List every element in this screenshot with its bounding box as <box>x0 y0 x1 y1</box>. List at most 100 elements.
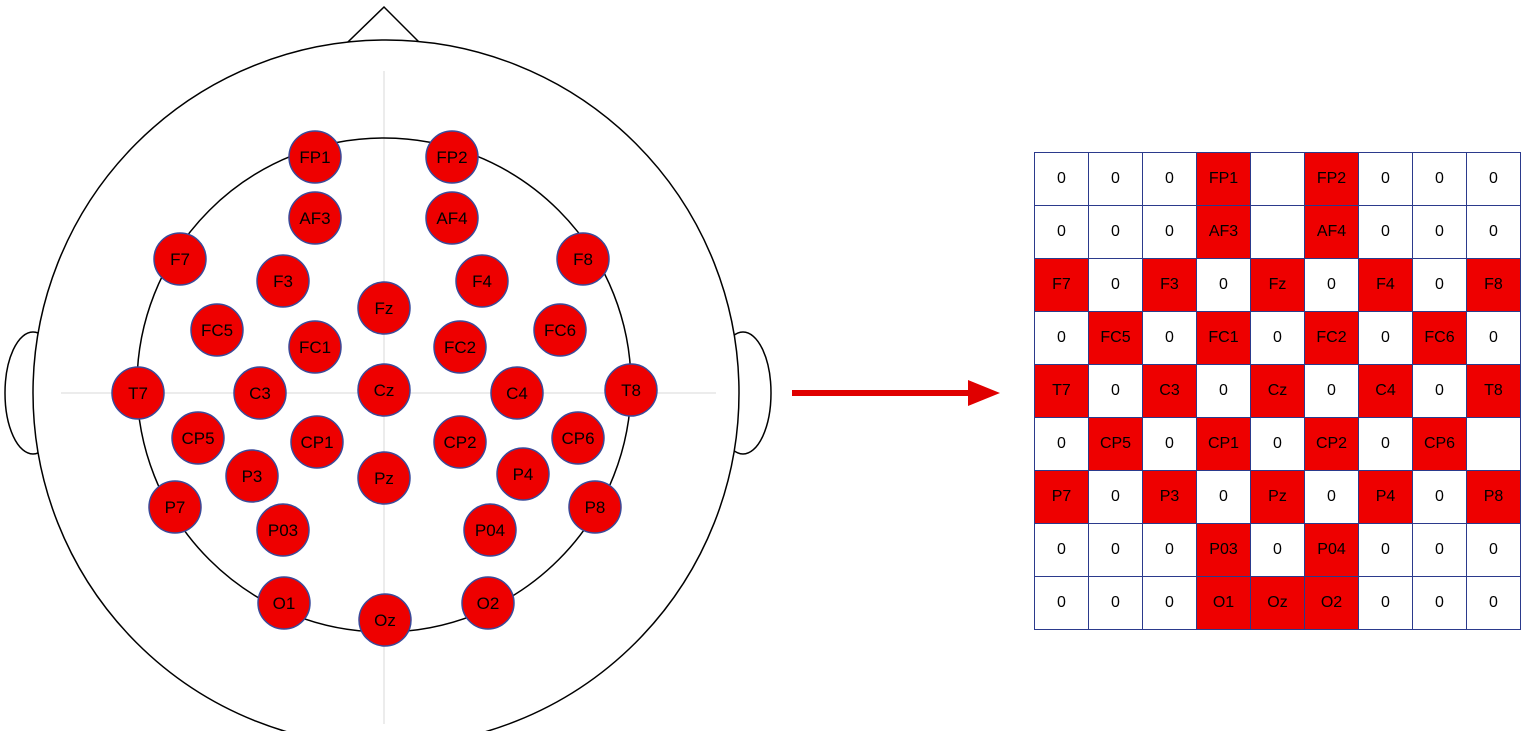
grid-cell: 0 <box>1142 523 1197 577</box>
electrode-circle <box>433 415 487 469</box>
electrode-label: T8 <box>621 381 641 400</box>
grid-cell: 0 <box>1466 523 1521 577</box>
electrode-circle <box>256 254 310 308</box>
grid-cell: P3 <box>1142 470 1197 524</box>
electrode-p8: P8 <box>568 480 622 534</box>
electrode-circle <box>358 593 412 647</box>
electrode-label: CP6 <box>561 429 594 448</box>
electrode-p03: P03 <box>256 503 310 557</box>
grid-cell: P4 <box>1358 470 1413 524</box>
grid-cell: 0 <box>1088 470 1143 524</box>
right-arrow-icon <box>792 380 1000 406</box>
electrode-fc5: FC5 <box>190 303 244 357</box>
grid-cell: P7 <box>1034 470 1089 524</box>
electrode-circle <box>225 449 279 503</box>
electrode-fp1: FP1 <box>288 130 342 184</box>
grid-cell: FC2 <box>1304 311 1359 365</box>
grid-cell: 0 <box>1358 417 1413 471</box>
electrode-f8: F8 <box>556 232 610 286</box>
electrode-cp1: CP1 <box>290 415 344 469</box>
grid-cell: 0 <box>1358 311 1413 365</box>
electrode-label: FP2 <box>436 148 467 167</box>
electrode-p3: P3 <box>225 449 279 503</box>
grid-cell: FC1 <box>1196 311 1251 365</box>
grid-cell: 0 <box>1250 417 1305 471</box>
grid-cell: 0 <box>1466 311 1521 365</box>
electrode-fz: Fz <box>357 281 411 335</box>
grid-cell: CP1 <box>1196 417 1251 471</box>
grid-cell: F8 <box>1466 258 1521 312</box>
electrode-circle <box>111 366 165 420</box>
electrode-circle <box>190 303 244 357</box>
electrode-label: T7 <box>128 384 148 403</box>
grid-cell: 0 <box>1412 364 1467 418</box>
electrode-label: P03 <box>268 521 298 540</box>
grid-cell: 0 <box>1412 470 1467 524</box>
electrode-p7: P7 <box>148 480 202 534</box>
electrode-t7: T7 <box>111 366 165 420</box>
electrode-circle <box>425 130 479 184</box>
electrode-af3: AF3 <box>288 191 342 245</box>
electrode-label: AF3 <box>299 209 330 228</box>
electrode-p04: P04 <box>463 503 517 557</box>
grid-cell: 0 <box>1034 205 1089 259</box>
grid-cell: 0 <box>1250 523 1305 577</box>
electrode-circle <box>455 254 509 308</box>
electrode-label: P8 <box>585 498 606 517</box>
grid-cell <box>1250 205 1305 259</box>
grid-cell <box>1250 152 1305 206</box>
electrode-circle <box>551 411 605 465</box>
electrode-pz: Pz <box>357 451 411 505</box>
electrode-label: Fz <box>375 299 394 318</box>
grid-cell: 0 <box>1304 258 1359 312</box>
electrode-f7: F7 <box>153 232 207 286</box>
grid-cell: O1 <box>1196 576 1251 630</box>
grid-cell: 0 <box>1466 152 1521 206</box>
electrode-circle <box>357 451 411 505</box>
grid-cell: 0 <box>1358 205 1413 259</box>
electrode-label: Cz <box>374 381 395 400</box>
grid-cell: C4 <box>1358 364 1413 418</box>
grid-cell: 0 <box>1088 364 1143 418</box>
electrode-circle <box>490 366 544 420</box>
electrode-c4: C4 <box>490 366 544 420</box>
grid-cell: C3 <box>1142 364 1197 418</box>
electrode-label: FC2 <box>444 338 476 357</box>
electrode-label: F8 <box>573 250 593 269</box>
electrode-f4: F4 <box>455 254 509 308</box>
electrode-circle <box>153 232 207 286</box>
electrode-label: P4 <box>513 465 534 484</box>
electrode-circle <box>496 447 550 501</box>
grid-cell: FC5 <box>1088 311 1143 365</box>
grid-cell: 0 <box>1142 311 1197 365</box>
grid-cell: 0 <box>1466 205 1521 259</box>
electrode-p4: P4 <box>496 447 550 501</box>
grid-cell: CP5 <box>1088 417 1143 471</box>
grid-cell: 0 <box>1196 364 1251 418</box>
grid-cell: 0 <box>1088 576 1143 630</box>
electrode-label: C3 <box>249 384 271 403</box>
electrode-circle <box>171 411 225 465</box>
electrode-circle <box>357 281 411 335</box>
electrode-label: Oz <box>374 611 396 630</box>
electrode-label: F7 <box>170 250 190 269</box>
electrode-circle <box>288 320 342 374</box>
electrode-cp5: CP5 <box>171 411 225 465</box>
grid-cell: FC6 <box>1412 311 1467 365</box>
electrode-circle <box>556 232 610 286</box>
grid-cell: 0 <box>1412 152 1467 206</box>
electrode-circle <box>233 366 287 420</box>
electrode-fc6: FC6 <box>533 303 587 357</box>
grid-cell: P03 <box>1196 523 1251 577</box>
grid-cell: 0 <box>1250 311 1305 365</box>
electrode-o2: O2 <box>461 576 515 630</box>
grid-cell: 0 <box>1412 205 1467 259</box>
electrode-label: P3 <box>242 467 263 486</box>
electrode-label: O1 <box>273 594 296 613</box>
grid-cell <box>1466 417 1521 471</box>
grid-cell: 0 <box>1034 152 1089 206</box>
grid-cell: 0 <box>1088 205 1143 259</box>
grid-cell: 0 <box>1142 152 1197 206</box>
